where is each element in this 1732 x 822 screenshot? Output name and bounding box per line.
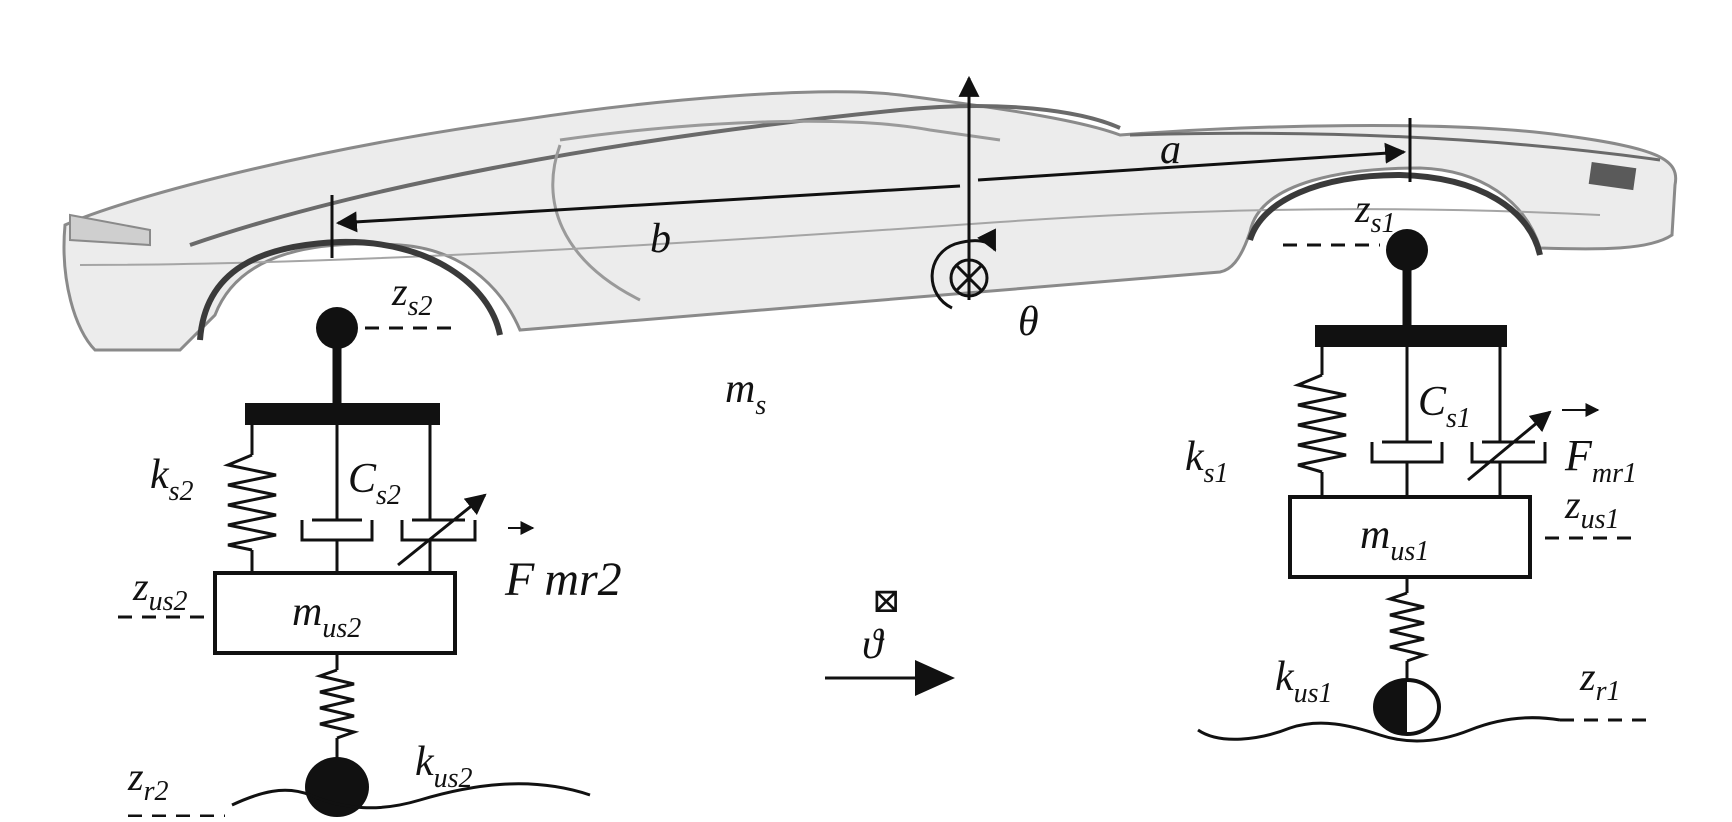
front-road-profile: [1197, 716, 1561, 743]
car-rear-lamp: [69, 213, 151, 247]
a-label: a: [1160, 127, 1181, 173]
rear-unsprung-mass-box: [213, 571, 457, 655]
velocity-symbol: ϑ: [862, 622, 885, 668]
car-roofline: [189, 104, 1121, 247]
rear-tire-spring-kus2: [314, 668, 360, 740]
rear-zr2-label: zr2: [127, 754, 168, 807]
car-body-sketch: [62, 90, 1678, 352]
rear-mr-damper: [400, 518, 477, 573]
rear-cs2-label: Cs2: [348, 456, 401, 511]
car-window-line: [559, 119, 1001, 142]
center-of-gravity-group: θ: [930, 75, 1039, 345]
b-dimension-arrow: [335, 184, 961, 233]
rear-damper-cs2: [300, 518, 374, 573]
b-label: b: [650, 216, 671, 262]
rear-spring-ks2: [222, 453, 277, 552]
car-hood-line: [1129, 131, 1661, 162]
front-spring-ks1: [1292, 373, 1347, 474]
front-variable-arrow: [1467, 410, 1552, 482]
front-mr-damper: [1470, 440, 1547, 497]
front-tire-half-fill: [1375, 680, 1407, 734]
front-zus1-label: zus1: [1564, 482, 1619, 535]
front-tire-spring-kus1: [1384, 591, 1430, 663]
front-unsprung-mass-box: [1288, 495, 1532, 579]
front-zr1-label: zr1: [1579, 654, 1620, 707]
rear-top-plate: [245, 403, 440, 425]
rear-road-profile: [231, 782, 591, 810]
front-zs1-label: zs1: [1354, 186, 1395, 239]
theta-label: θ: [1018, 299, 1039, 345]
rear-zs2-label: zs2: [391, 269, 432, 322]
front-top-plate: [1315, 325, 1507, 347]
rear-wheel-arch: [197, 238, 503, 341]
rear-tire-contact: [305, 757, 369, 817]
front-cs1-label: Cs1: [1418, 379, 1471, 434]
rear-mus2-label: mus2: [292, 589, 361, 644]
velocity-box-glyph: ⊠: [872, 583, 901, 620]
vehicle-velocity: ⊠ ϑ: [825, 583, 955, 696]
rear-variable-arrow: [397, 493, 487, 567]
front-suspension: zs1 ks1 Cs1 Fmr1 zus1 mus1 kus1 zr1: [1185, 186, 1650, 743]
car-headlight: [1588, 162, 1637, 191]
pitch-rotation-arrow: [930, 228, 997, 310]
front-damper-cs1: [1370, 440, 1444, 497]
front-kus1-label: kus1: [1275, 654, 1333, 709]
front-fmr1-label: Fmr1: [1564, 431, 1637, 489]
rear-kus2-label: kus2: [415, 739, 473, 794]
car-side-line: [79, 208, 1601, 266]
velocity-arrow-head: [915, 660, 955, 696]
front-wheel-arch: [1247, 171, 1543, 256]
front-ks1-label: ks1: [1185, 434, 1229, 489]
front-mus1-label: mus1: [1360, 512, 1429, 567]
car-silhouette: [62, 90, 1678, 352]
rear-ks2-label: ks2: [150, 452, 194, 507]
sprung-mass-label: ms: [725, 366, 766, 421]
cg-symbol: [949, 258, 989, 298]
car-door-line: [551, 144, 641, 302]
rear-zus2-label: zus2: [132, 564, 187, 617]
wheelbase-dimensions: a b: [330, 118, 1412, 262]
a-dimension-arrow: [977, 142, 1407, 182]
